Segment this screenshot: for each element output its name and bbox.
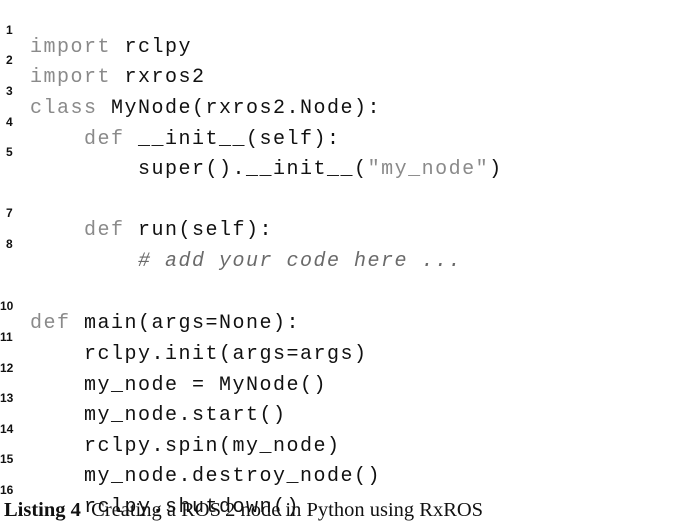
code-line: 3 class MyNode(rxros2.Node): — [0, 58, 685, 120]
code-text: my_node = MyNode() — [30, 371, 327, 401]
code-line: 5 super().__init__("my_node") — [0, 119, 685, 181]
line-number: 13 — [0, 391, 14, 405]
line-number: 2 — [6, 53, 13, 67]
code-token: my_node.start() — [30, 404, 287, 427]
caption-text: Creating a ROS 2 node in Python using Rx… — [91, 499, 484, 521]
code-token: run(self): — [124, 219, 274, 242]
line-number: 10 — [0, 299, 14, 313]
line-number: 15 — [0, 452, 14, 466]
keyword-token: import — [30, 66, 112, 89]
code-token: MyNode(rxros2.Node): — [97, 97, 382, 120]
code-line: 2 import rxros2 — [0, 27, 685, 89]
code-token: super().__init__( — [30, 158, 368, 181]
code-token: rclpy — [111, 36, 193, 59]
line-number: 16 — [0, 483, 14, 497]
line-number: 12 — [0, 361, 14, 375]
code-token: rclpy.spin(my_node) — [30, 435, 341, 458]
code-line: 1 import rclpy — [0, 0, 685, 59]
line-number: 8 — [6, 237, 13, 251]
code-token: rclpy.init(args=args) — [30, 343, 368, 366]
listing-caption: Listing 4 Creating a ROS 2 node in Pytho… — [4, 499, 483, 522]
line-number: 4 — [6, 115, 13, 129]
code-text: rclpy.init(args=args) — [30, 340, 368, 370]
code-line: 16 rclpy.shutdown() — [0, 457, 685, 519]
keyword-token: def — [30, 312, 71, 335]
keyword-token: class — [30, 97, 98, 120]
code-token: rxros2 — [111, 66, 206, 89]
code-text: def run(self): — [30, 216, 273, 246]
code-line: 7 def run(self): — [0, 180, 685, 242]
line-number: 5 — [6, 145, 13, 159]
keyword-token: def — [84, 128, 125, 151]
code-token: __init__(self): — [124, 128, 341, 151]
code-text: rclpy.shutdown() — [30, 493, 300, 523]
code-line: 14 rclpy.spin(my_node) — [0, 396, 685, 458]
code-text: def __init__(self): — [30, 125, 341, 155]
caption-label: Listing 4 — [4, 499, 81, 521]
code-line: 4 def __init__(self): — [0, 89, 685, 151]
keyword-token: import — [30, 36, 112, 59]
line-number: 3 — [6, 84, 13, 98]
code-token: ) — [489, 158, 503, 181]
code-token — [30, 250, 138, 273]
keyword-token: def — [84, 219, 125, 242]
code-text: my_node.destroy_node() — [30, 462, 381, 492]
code-token: my_node = MyNode() — [30, 374, 328, 397]
code-text: class MyNode(rxros2.Node): — [30, 94, 381, 124]
caption-spacer — [81, 499, 91, 521]
code-text: super().__init__("my_node") — [30, 155, 503, 185]
line-number: 7 — [6, 206, 13, 220]
code-line: 11 rclpy.init(args=args) — [0, 304, 685, 366]
code-text: # add your code here ... — [30, 247, 462, 277]
line-number: 1 — [6, 23, 13, 37]
line-number: 14 — [0, 422, 14, 436]
code-text: def main(args=None): — [30, 309, 300, 339]
code-line: 8 # add your code here ... — [0, 211, 685, 273]
code-token: main(args=None): — [70, 312, 301, 335]
code-line: 15 my_node.destroy_node() — [0, 426, 685, 488]
code-line: 12 my_node = MyNode() — [0, 335, 685, 397]
code-text: import rxros2 — [30, 63, 206, 93]
code-token: my_node.destroy_node() — [30, 465, 382, 488]
comment-token: # add your code here ... — [138, 250, 463, 273]
code-line: 10 def main(args=None): — [0, 273, 685, 335]
string-token: "my_node" — [367, 158, 490, 181]
line-number: 11 — [0, 330, 13, 344]
code-text: import rclpy — [30, 33, 192, 63]
code-text: my_node.start() — [30, 401, 287, 431]
code-line: 13 my_node.start() — [0, 365, 685, 427]
code-text: rclpy.spin(my_node) — [30, 432, 341, 462]
code-token: rclpy.shutdown() — [30, 496, 301, 519]
